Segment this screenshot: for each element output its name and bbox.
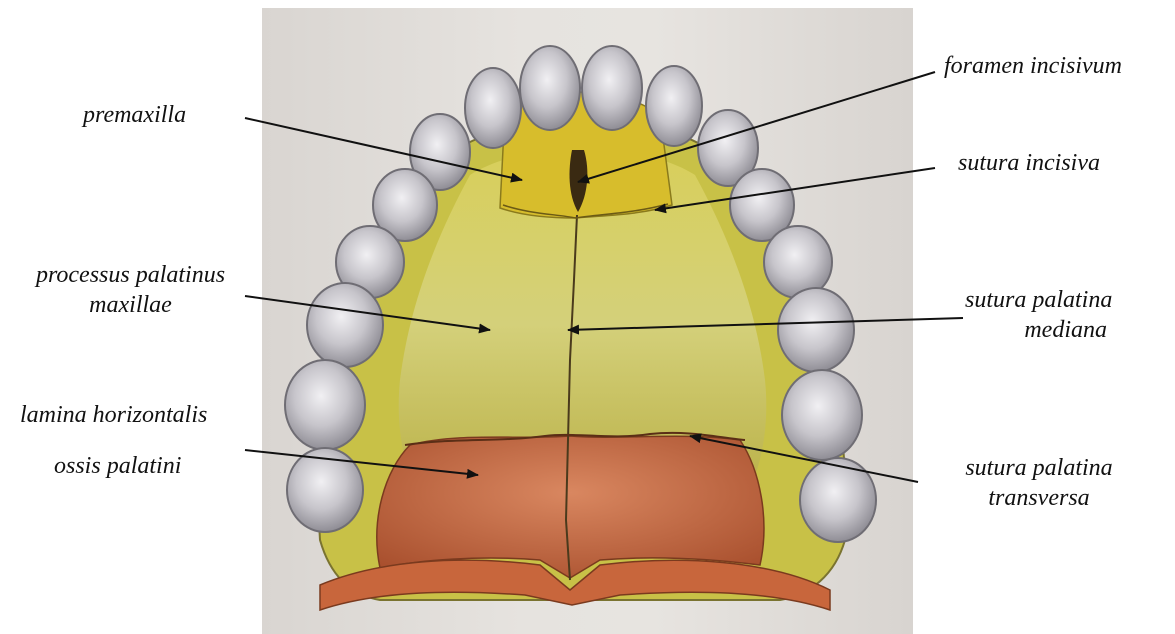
label-line: sutura incisiva — [958, 148, 1100, 178]
label-line: sutura palatina — [965, 285, 1107, 315]
label-line: premaxilla — [83, 100, 186, 130]
label-premaxilla: premaxilla — [83, 100, 186, 130]
label-line: lamina horizontalis — [20, 400, 207, 430]
palatine-bones — [377, 436, 764, 578]
label-processus-palatinus: processus palatinus maxillae — [8, 260, 253, 320]
label-line: mediana — [965, 315, 1107, 345]
label-line: transversa — [948, 483, 1130, 513]
label-line: maxillae — [8, 290, 253, 320]
label-line: ossis palatini — [20, 451, 207, 481]
label-sutura-palatina-mediana: sutura palatina mediana — [965, 285, 1107, 345]
label-line: sutura palatina — [948, 453, 1130, 483]
label-line: processus palatinus — [8, 260, 253, 290]
label-sutura-palatina-transversa: sutura palatina transversa — [948, 453, 1130, 513]
label-lamina-horizontalis: lamina horizontalis ossis palatini — [20, 400, 207, 481]
label-sutura-incisiva: sutura incisiva — [958, 148, 1100, 178]
label-foramen-incisivum: foramen incisivum — [944, 51, 1122, 81]
label-line: foramen incisivum — [944, 51, 1122, 81]
